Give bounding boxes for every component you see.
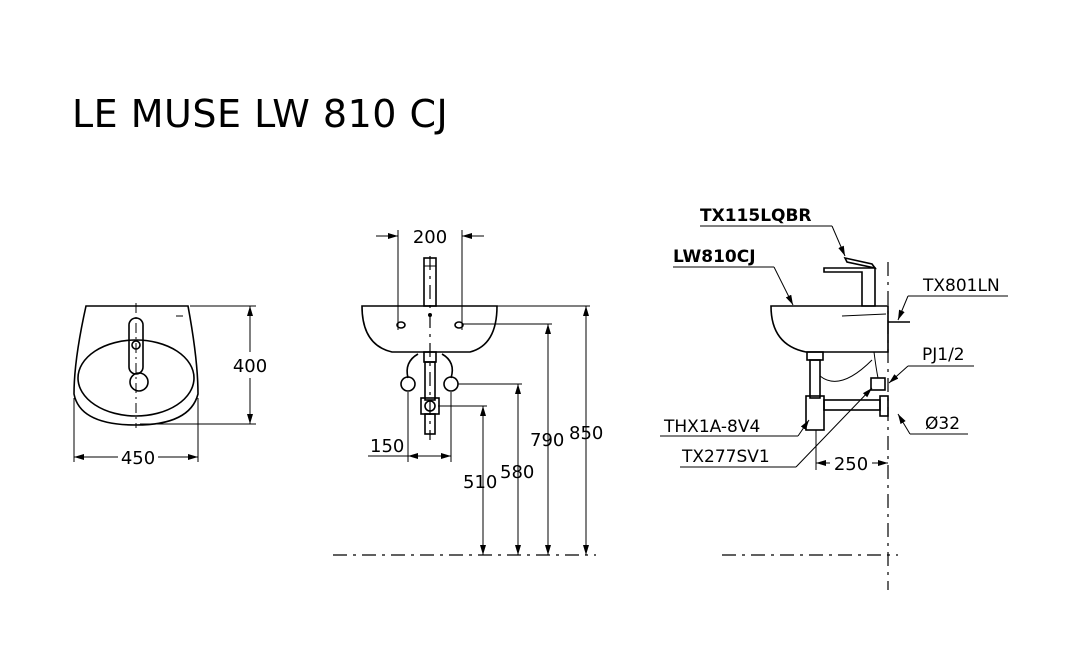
valve-label: PJ1/2 (922, 345, 965, 365)
bolt-label: TX801LN (922, 276, 1000, 296)
faucet-label: TX115LQBR (700, 206, 812, 226)
stop-valve-label: TX277SV1 (681, 447, 770, 467)
trap-side (805, 395, 825, 431)
valve-height-dimension: 580 (500, 462, 534, 483)
faucet-lever (843, 256, 877, 270)
side-view: TX115LQBR LW810CJ TX801LN PJ1/2 THX1A-8V… (660, 206, 1008, 590)
wall-offset-dimension: 250 (834, 454, 868, 475)
trap-height-dimension: 510 (463, 472, 497, 493)
hose-left (406, 353, 419, 379)
front-elevation-view: 200 150 510 580 790 850 (333, 227, 603, 556)
top-view: 450 400 (73, 303, 267, 469)
hose-right (441, 353, 454, 379)
bowl-outline (77, 339, 195, 417)
pipe-label: Ø32 (925, 414, 960, 434)
valve-spacing-dimension: 150 (370, 436, 404, 457)
inlet-height-dimension: 790 (530, 430, 564, 451)
rim-height-dimension: 850 (569, 423, 603, 444)
drain-icon (129, 372, 149, 392)
depth-dimension: 400 (233, 356, 267, 377)
basin-label: LW810CJ (673, 247, 756, 267)
valve-right (443, 376, 459, 392)
faucet-side (823, 267, 876, 307)
valve-left (400, 376, 416, 392)
drawing-title: LE MUSE LW 810 CJ (72, 92, 449, 136)
faucet-spacing-dimension: 200 (413, 227, 447, 248)
width-dimension: 450 (121, 448, 155, 469)
trap-label: THX1A-8V4 (663, 417, 760, 437)
basin-side (770, 305, 889, 353)
